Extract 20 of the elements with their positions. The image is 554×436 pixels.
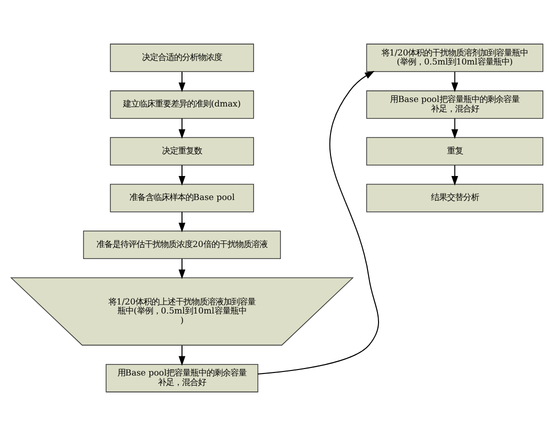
arrow <box>178 118 186 139</box>
node-box: 重复 <box>366 137 544 166</box>
node-box: 建立临床重要差异的准则(dmax) <box>110 90 254 119</box>
arrow <box>178 71 186 92</box>
node-box: 准备是待评估干扰物质浓度20倍的干扰物质溶液 <box>83 230 281 259</box>
node-box: 将1/20体积的干扰物质溶剂加到容量瓶中(举例，0.5ml到10ml容量瓶中) <box>366 44 544 72</box>
node-box: 决定重复数 <box>110 137 254 166</box>
arrow <box>178 164 186 186</box>
node-box: 决定合适的分析物浓度 <box>110 44 254 72</box>
arrow <box>178 211 186 232</box>
arrow <box>178 258 186 280</box>
node-box: 用Base pool把容量瓶中的剩余容量补足，混合好 <box>106 364 258 392</box>
arrow <box>451 71 458 92</box>
arrow <box>451 164 458 186</box>
arrow <box>257 70 379 375</box>
node-box: 用Base pool把容量瓶中的剩余容量补足，混合好 <box>366 90 544 119</box>
arrow <box>178 345 186 366</box>
node-box: 结果交替分析 <box>366 184 544 212</box>
node-box: 准备含临床样本的Base pool <box>110 184 254 212</box>
arrow <box>451 118 458 139</box>
